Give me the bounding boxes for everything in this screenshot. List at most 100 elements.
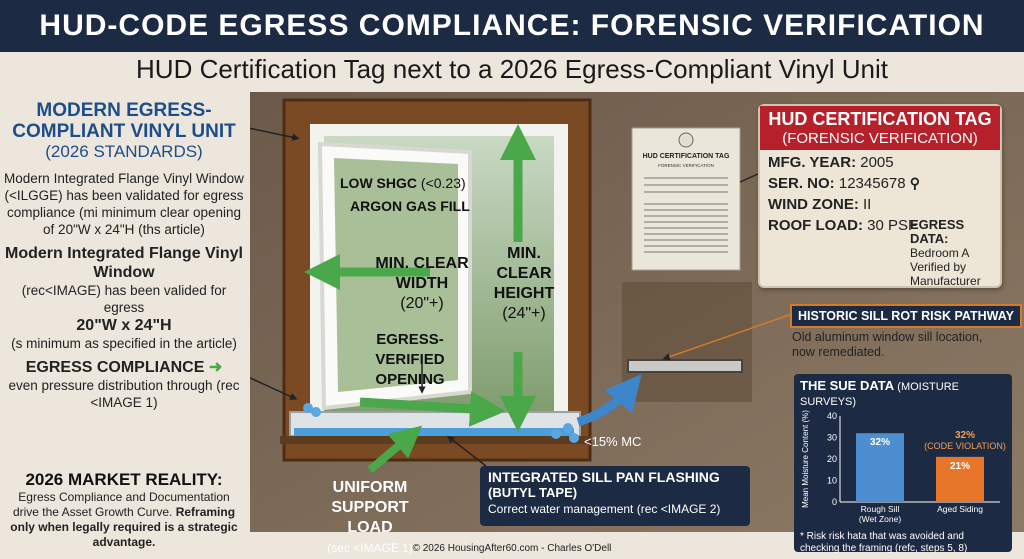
opening-arrow: [359, 390, 506, 427]
water-drop-left-2: [311, 407, 321, 417]
water-drop-right: [551, 429, 561, 439]
min-clear-width-value: (20"+): [400, 295, 444, 312]
moisture-arrow: [576, 374, 642, 427]
egress-data-label: EGRESS DATA:: [910, 217, 965, 246]
mfg-year-row: MFG. YEAR: 2005: [760, 150, 1000, 171]
low-shgc-label: LOW SHGC (<0.23): [340, 173, 466, 193]
sill-pan-flashing: [294, 428, 574, 437]
flange-mid: (rec<IMAGE) has been valided for egress: [21, 283, 227, 315]
tag-header: HUD CERTIFICATION TAG (FORENSIC VERIFICA…: [760, 106, 1000, 150]
hud-certification-tag: HUD CERTIFICATION TAG (FORENSIC VERIFICA…: [758, 104, 1002, 288]
egress-compliance-heading: EGRESS COMPLIANCE ➜: [0, 358, 248, 377]
sue-title-sub: (MOISTURE SURVEYS): [800, 381, 960, 408]
wind-zone-label: WIND ZONE:: [768, 196, 859, 213]
small-hud-tag: [631, 127, 741, 271]
serial-value: 12345678: [838, 175, 906, 192]
page-title: HUD-CODE EGRESS COMPLIANCE: FORENSIC VER…: [39, 9, 985, 42]
min-clear-width-text: MIN. CLEAR WIDTH: [375, 255, 469, 292]
serial-label: SER. NO:: [768, 175, 835, 192]
egress-verified-label: EGRESS-VERIFIED OPENING: [375, 331, 445, 388]
sue-title: THE SUE DATA (MOISTURE SURVEYS): [800, 378, 1006, 408]
y-tick-label: 30: [827, 433, 837, 443]
min-clear-height-label: MIN. CLEAR HEIGHT (24"+): [486, 244, 562, 324]
market-text-bold: Reframing only when legally required is …: [10, 505, 238, 549]
water-drop-right-3: [569, 433, 579, 443]
sill-rot-text: Old aluminum window sill location, now r…: [792, 330, 983, 359]
sue-title-main: THE SUE DATA: [800, 378, 894, 393]
egress-compliance-title: EGRESS COMPLIANCE: [25, 359, 205, 376]
wind-zone-row: WIND ZONE: II: [760, 192, 1000, 213]
green-arrow-icon: ➜: [208, 359, 223, 376]
small-tag-sub: FORENSIC VERIFICATION: [658, 163, 714, 168]
sue-footnote: * Risk risk hata that was avoided and ch…: [800, 531, 968, 554]
bar-value-label: 32%: [870, 437, 890, 448]
egress-data-text: Bedroom A Verified by Manufacturer: [910, 246, 981, 288]
sill-rot-tag: HISTORIC SILL ROT RISK PATHWAY: [790, 304, 1022, 328]
wind-zone-value: II: [863, 196, 872, 213]
y-tick-label: 40: [827, 411, 837, 421]
roof-load-value: 30 PSF: [867, 217, 918, 234]
tag-subtitle: (FORENSIC VERIFICATION): [782, 130, 978, 147]
market-heading: 2026 MARKET REALITY:: [25, 470, 223, 489]
bar: [936, 456, 984, 502]
moisture-chart: Mean Moisture Content (%) 0 10 20 30 40 32% Rou…: [801, 410, 1006, 524]
min-clear-height-value: (24"+): [502, 305, 546, 322]
category-label: Rough Sill: [861, 504, 900, 514]
small-tag-title: HUD CERTIFICATION TAG: [643, 153, 730, 160]
roof-load-label: ROOF LOAD:: [768, 217, 863, 234]
credit-line: © 2026 HousingAfter60.com - Charles O'De…: [412, 543, 612, 554]
uniform-load-sub: (sec <IMAGE 1): [327, 541, 413, 555]
water-drop-right-2: [563, 423, 573, 433]
market-text: Egress Compliance and Documentation driv…: [4, 490, 244, 550]
low-shgc-text: LOW SHGC: [340, 175, 417, 191]
tag-seal-icon: [678, 132, 694, 148]
leader-tag: [739, 173, 759, 183]
wall-stain: [622, 282, 752, 402]
mfg-year-value: 2005: [860, 154, 894, 171]
min-clear-height-text: MIN. CLEAR HEIGHT: [493, 245, 555, 302]
old-aluminum-sill: [627, 359, 743, 373]
serial-row: SER. NO: 12345678 ⚲: [760, 171, 1000, 192]
min-clear-width-label: MIN. CLEAR WIDTH (20"+): [368, 254, 476, 314]
unit-description: Modern Integrated Flange Vinyl Window (<…: [4, 171, 244, 237]
left-column: MODERN EGRESS-COMPLIANT VINYL UNIT (2026…: [0, 100, 248, 411]
market-text-plain: Egress Compliance and Documentation driv…: [12, 490, 230, 519]
code-violation-annotation-sub: (CODE VIOLATION): [924, 441, 1006, 451]
uniform-load-label: UNIFORM SUPPORT LOAD (sec <IMAGE 1): [308, 478, 432, 558]
code-violation-annotation: 32%: [955, 430, 975, 441]
sill-pan-title-sub: (BUTYL TAPE): [488, 485, 578, 500]
page-subtitle: HUD Certification Tag next to a 2026 Egr…: [136, 54, 888, 84]
uniform-load-arrow: [367, 425, 423, 474]
mfg-year-label: MFG. YEAR:: [768, 154, 857, 171]
unit-heading-sub: (2026 STANDARDS): [45, 142, 203, 161]
bar-value-label: 21%: [950, 461, 970, 472]
y-tick-label: 0: [832, 497, 837, 507]
magnifier-icon: ⚲: [909, 175, 921, 191]
sill-pan-title: INTEGRATED SILL PAN FLASHING: [488, 469, 720, 485]
flange-end: (s minimum as specified in the article): [11, 336, 237, 351]
bar: [856, 433, 904, 502]
uniform-load-text: UNIFORM SUPPORT LOAD: [331, 479, 409, 536]
egress-data-block: EGRESS DATA: Bedroom A Verified by Manuf…: [910, 217, 1000, 289]
y-tick-label: 20: [827, 454, 837, 464]
category-label-sub: (Wet Zone): [859, 514, 902, 524]
sill-pan-box: INTEGRATED SILL PAN FLASHING (BUTYL TAPE…: [480, 466, 750, 526]
leader-sill-pan: [447, 435, 487, 467]
leader-flange: [250, 377, 298, 400]
roof-load-row: ROOF LOAD: 30 PSF: [760, 213, 1000, 234]
flange-heading: Modern Integrated Flange Vinyl Window: [5, 245, 243, 281]
flange-size: 20"W x 24"H: [76, 317, 172, 334]
leader-rot: [662, 313, 793, 361]
water-drop-left: [303, 403, 313, 413]
market-reality-block: 2026 MARKET REALITY: Egress Compliance a…: [4, 470, 244, 550]
tag-title: HUD CERTIFICATION TAG: [768, 109, 992, 129]
egress-compliance-text: even pressure distribution through (rec …: [8, 378, 240, 410]
y-tick-label: 10: [827, 476, 837, 486]
low-shgc-value: (<0.23): [420, 175, 466, 191]
argon-label: ARGON GAS FILL: [350, 198, 470, 214]
leader-unit: [250, 127, 300, 141]
mc-label: <15% MC: [584, 434, 642, 449]
y-axis-label: Mean Moisture Content (%): [801, 410, 810, 508]
sue-data-panel: THE SUE DATA (MOISTURE SURVEYS) Mean Moi…: [794, 374, 1012, 554]
sill-ledge: [280, 436, 590, 444]
